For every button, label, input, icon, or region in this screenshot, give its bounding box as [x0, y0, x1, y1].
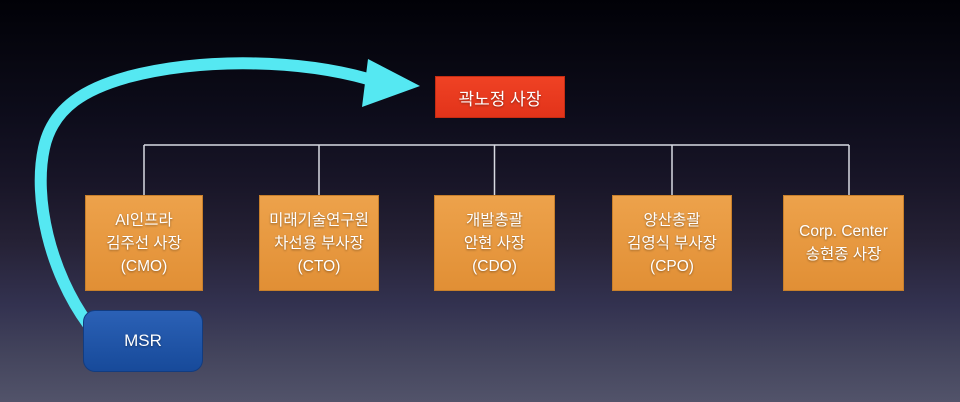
dept-line: (CMO) — [120, 257, 168, 275]
dept-box-cmo: AI인프라 김주선 사장 (CMO) — [85, 195, 203, 291]
curved-arrow — [34, 57, 420, 328]
dept-box-cto: 미래기술연구원 차선용 부사장 (CTO) — [259, 195, 379, 291]
connector-lines — [143, 144, 850, 196]
msr-label: MSR — [124, 331, 162, 350]
dept-line: 양산총괄 — [643, 211, 701, 229]
dept-line: 송현종 사장 — [805, 246, 882, 263]
dept-line: 안현 사장 — [463, 234, 526, 252]
ceo-label: 곽노정 사장 — [458, 89, 542, 109]
dept-line: Corp. Center — [799, 223, 888, 240]
dept-line: (CPO) — [650, 257, 694, 275]
dept-line: AI인프라 — [115, 211, 173, 229]
dept-box-corp-center: Corp. Center 송현종 사장 — [783, 195, 904, 291]
dept-line: 차선용 부사장 — [274, 234, 364, 252]
ceo-box: 곽노정 사장 — [435, 76, 565, 118]
dept-box-cdo: 개발총괄 안현 사장 (CDO) — [434, 195, 555, 291]
dept-line: 김주선 사장 — [106, 234, 182, 252]
arrowhead-icon — [362, 59, 420, 107]
dept-line: 김영식 부사장 — [627, 234, 717, 252]
dept-line: (CTO) — [297, 257, 341, 275]
dept-line: (CDO) — [472, 257, 517, 275]
dept-line: 개발총괄 — [465, 211, 524, 229]
dept-line: 미래기술연구원 — [269, 211, 369, 229]
dept-box-cpo: 양산총괄 김영식 부사장 (CPO) — [612, 195, 732, 291]
msr-box: MSR — [83, 310, 203, 372]
